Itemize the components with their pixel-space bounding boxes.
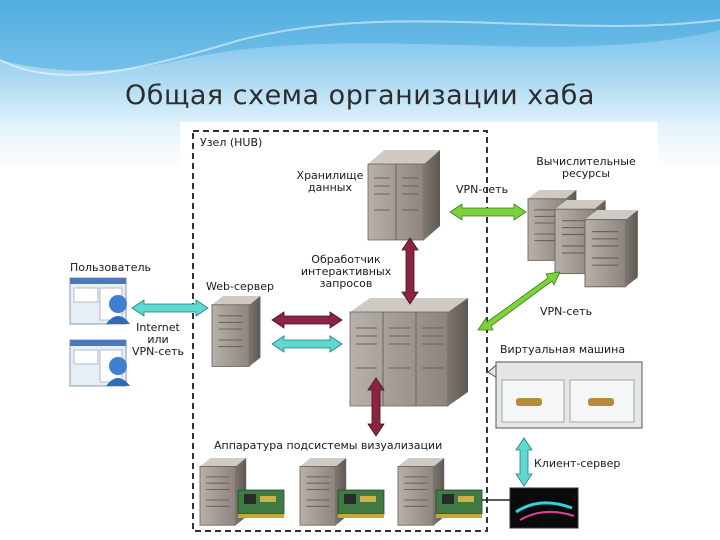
virtual-machine-panel — [487, 360, 643, 429]
request-handler-server-icon — [349, 298, 468, 407]
internet-arrow — [131, 299, 209, 317]
compute-label: Вычислительные ресурсы — [536, 155, 636, 180]
web-handler-purple-arrow — [271, 311, 343, 329]
client-server-arrow — [515, 437, 533, 487]
web-handler-cyan-arrow — [271, 335, 343, 353]
web-server-label: Web-сервер — [206, 280, 274, 293]
storage-handler-arrow — [401, 237, 419, 305]
graphics-card-3-icon — [435, 489, 483, 519]
vpn-top-label: VPN-сеть — [456, 183, 509, 196]
vpn-top-arrow — [449, 203, 527, 221]
handler-visualization-arrow — [367, 377, 385, 437]
graphics-card-1-icon — [237, 489, 285, 519]
vpn-mid-arrow — [477, 271, 561, 331]
vpn-mid-label: VPN-сеть — [540, 305, 593, 318]
hub-label: Узел (HUB) — [198, 136, 265, 149]
client-server-label: Клиент-сервер — [534, 457, 621, 470]
internet-label: Internet или VPN-сеть — [131, 321, 185, 358]
slide-title: Общая схема организации хаба — [125, 80, 595, 111]
storage-label: Хранилище данных — [296, 169, 364, 194]
header-wave-decoration — [0, 0, 720, 76]
handler-label: Обработчик интерактивных запросов — [300, 253, 392, 290]
user-workstation-2-icon — [69, 339, 130, 387]
vm-label: Виртуальная машина — [500, 343, 626, 356]
graphics-card-2-icon — [337, 489, 385, 519]
user-label: Пользователь — [70, 261, 152, 274]
storage-server-icon — [367, 150, 440, 241]
client-display-icon — [509, 487, 579, 529]
web-server-icon — [211, 295, 261, 367]
hub-boundary — [192, 130, 488, 532]
viz-label: Аппаратура подсистемы визуализации — [214, 439, 443, 452]
user-workstation-1-icon — [69, 277, 130, 325]
compute-resources-icon — [527, 189, 639, 288]
